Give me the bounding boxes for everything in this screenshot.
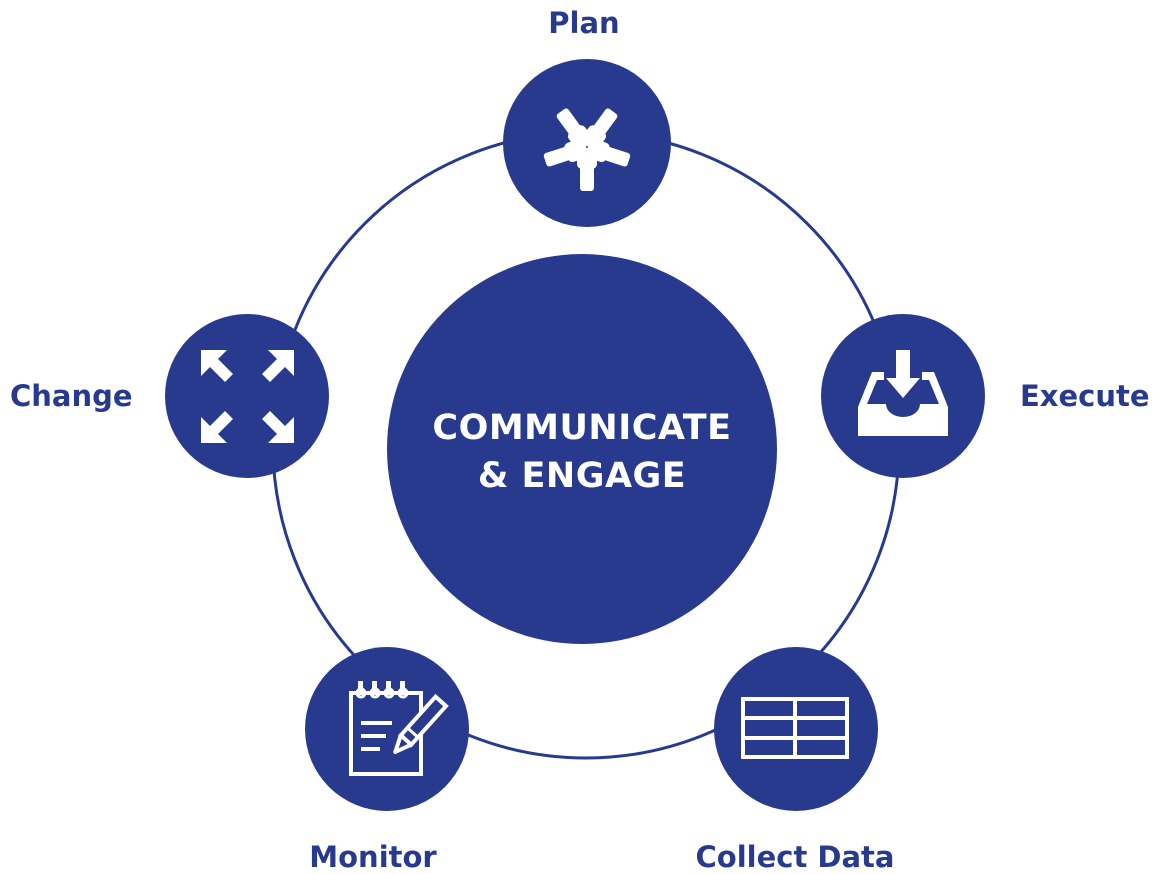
center-title: COMMUNICATE & ENGAGE (388, 404, 776, 500)
center-title-line-2: & ENGAGE (477, 456, 687, 496)
change-node (165, 314, 329, 478)
execute-node (821, 314, 985, 478)
monitor-label: Monitor (309, 840, 437, 874)
center-title-line-1: COMMUNICATE (432, 408, 732, 448)
collect-data-node (714, 647, 878, 811)
hands-together-icon (543, 108, 631, 191)
change-label: Change (10, 379, 133, 413)
center-circle (387, 254, 777, 644)
inbox-download-icon (858, 350, 948, 436)
plan-label: Plan (548, 6, 620, 40)
plan-node (503, 59, 671, 227)
execute-label: Execute (1020, 379, 1150, 413)
collect-data-label: Collect Data (695, 840, 895, 874)
notepad-pencil-icon (349, 681, 449, 776)
monitor-node (305, 647, 469, 811)
table-grid-icon (741, 697, 849, 759)
